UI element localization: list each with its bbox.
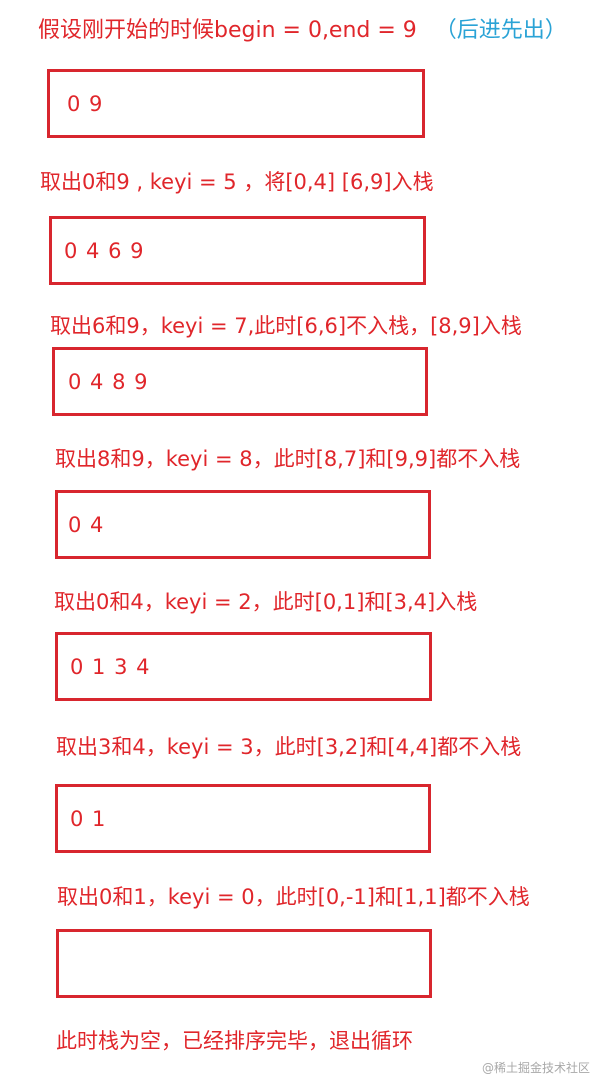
- step-caption-2: 取出6和9，keyi = 7,此时[6,6]不入栈，[8,9]入栈: [50, 314, 522, 338]
- stack-box-2: 0 4 6 9: [49, 216, 426, 285]
- stack-contents-1: 0 9: [67, 92, 104, 116]
- stack-contents-3: 0 4 8 9: [68, 370, 149, 394]
- step-caption-1: 取出0和9 , keyi = 5 ，将[0,4] [6,9]入栈: [40, 170, 434, 194]
- heading-text: 假设刚开始的时候begin = 0,end = 9: [38, 18, 417, 43]
- step-caption-6: 取出0和1，keyi = 0，此时[0,-1]和[1,1]都不入栈: [57, 885, 530, 909]
- stack-contents-5: 0 1 3 4: [70, 655, 151, 679]
- stack-box-6: 0 1: [55, 784, 431, 853]
- stack-box-5: 0 1 3 4: [55, 632, 432, 701]
- stack-box-7: [56, 929, 432, 998]
- step-caption-7: 此时栈为空，已经排序完毕，退出循环: [56, 1029, 413, 1053]
- stack-contents-2: 0 4 6 9: [64, 239, 145, 263]
- heading-note: （后进先出）: [434, 18, 567, 43]
- diagram-heading: 假设刚开始的时候begin = 0,end = 9 （后进先出）: [38, 12, 567, 44]
- step-caption-4: 取出0和4，keyi = 2，此时[0,1]和[3,4]入栈: [54, 590, 478, 614]
- watermark: @稀土掘金技术社区: [481, 1061, 590, 1075]
- stack-box-4: 0 4: [55, 490, 431, 559]
- stack-box-1: 0 9: [47, 69, 425, 138]
- step-caption-5: 取出3和4，keyi = 3，此时[3,2]和[4,4]都不入栈: [56, 735, 522, 759]
- step-caption-3: 取出8和9，keyi = 8，此时[8,7]和[9,9]都不入栈: [55, 447, 521, 471]
- stack-contents-4: 0 4: [68, 513, 105, 537]
- stack-contents-6: 0 1: [70, 807, 107, 831]
- stack-box-3: 0 4 8 9: [52, 347, 428, 416]
